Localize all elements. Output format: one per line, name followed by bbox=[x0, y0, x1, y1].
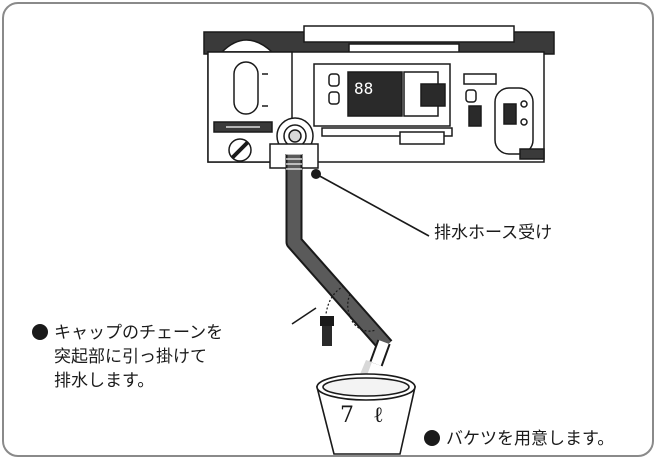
drain-cap bbox=[320, 316, 334, 346]
illustration-frame: 88 bbox=[2, 2, 654, 457]
chain-instruction-line1: キャップのチェーンを bbox=[32, 322, 223, 344]
drain-diagram: 88 bbox=[203, 25, 555, 455]
bullet-icon bbox=[424, 430, 440, 446]
hose-receiver-marker bbox=[311, 169, 321, 179]
bucket-note-text: バケツを用意します。 bbox=[446, 429, 615, 449]
chain-instruction-line3: 排水します。 bbox=[54, 371, 155, 391]
bucket bbox=[315, 373, 416, 455]
panel-display-digits: 88 bbox=[354, 79, 373, 98]
dishwasher-unit bbox=[203, 25, 555, 169]
cap-chain bbox=[325, 285, 377, 332]
leader-lines bbox=[291, 173, 430, 325]
drain-hose bbox=[285, 153, 393, 367]
bucket-volume: 7 ℓ bbox=[340, 403, 390, 428]
chain-line1-text: キャップのチェーンを bbox=[54, 323, 224, 343]
chain-instruction-line2: 突起部に引っ掛けて bbox=[54, 347, 207, 367]
bullet-icon bbox=[32, 324, 48, 340]
bucket-instruction: バケツを用意します。 bbox=[424, 428, 614, 450]
hose-receiver-label: 排水ホース受け bbox=[434, 223, 553, 243]
